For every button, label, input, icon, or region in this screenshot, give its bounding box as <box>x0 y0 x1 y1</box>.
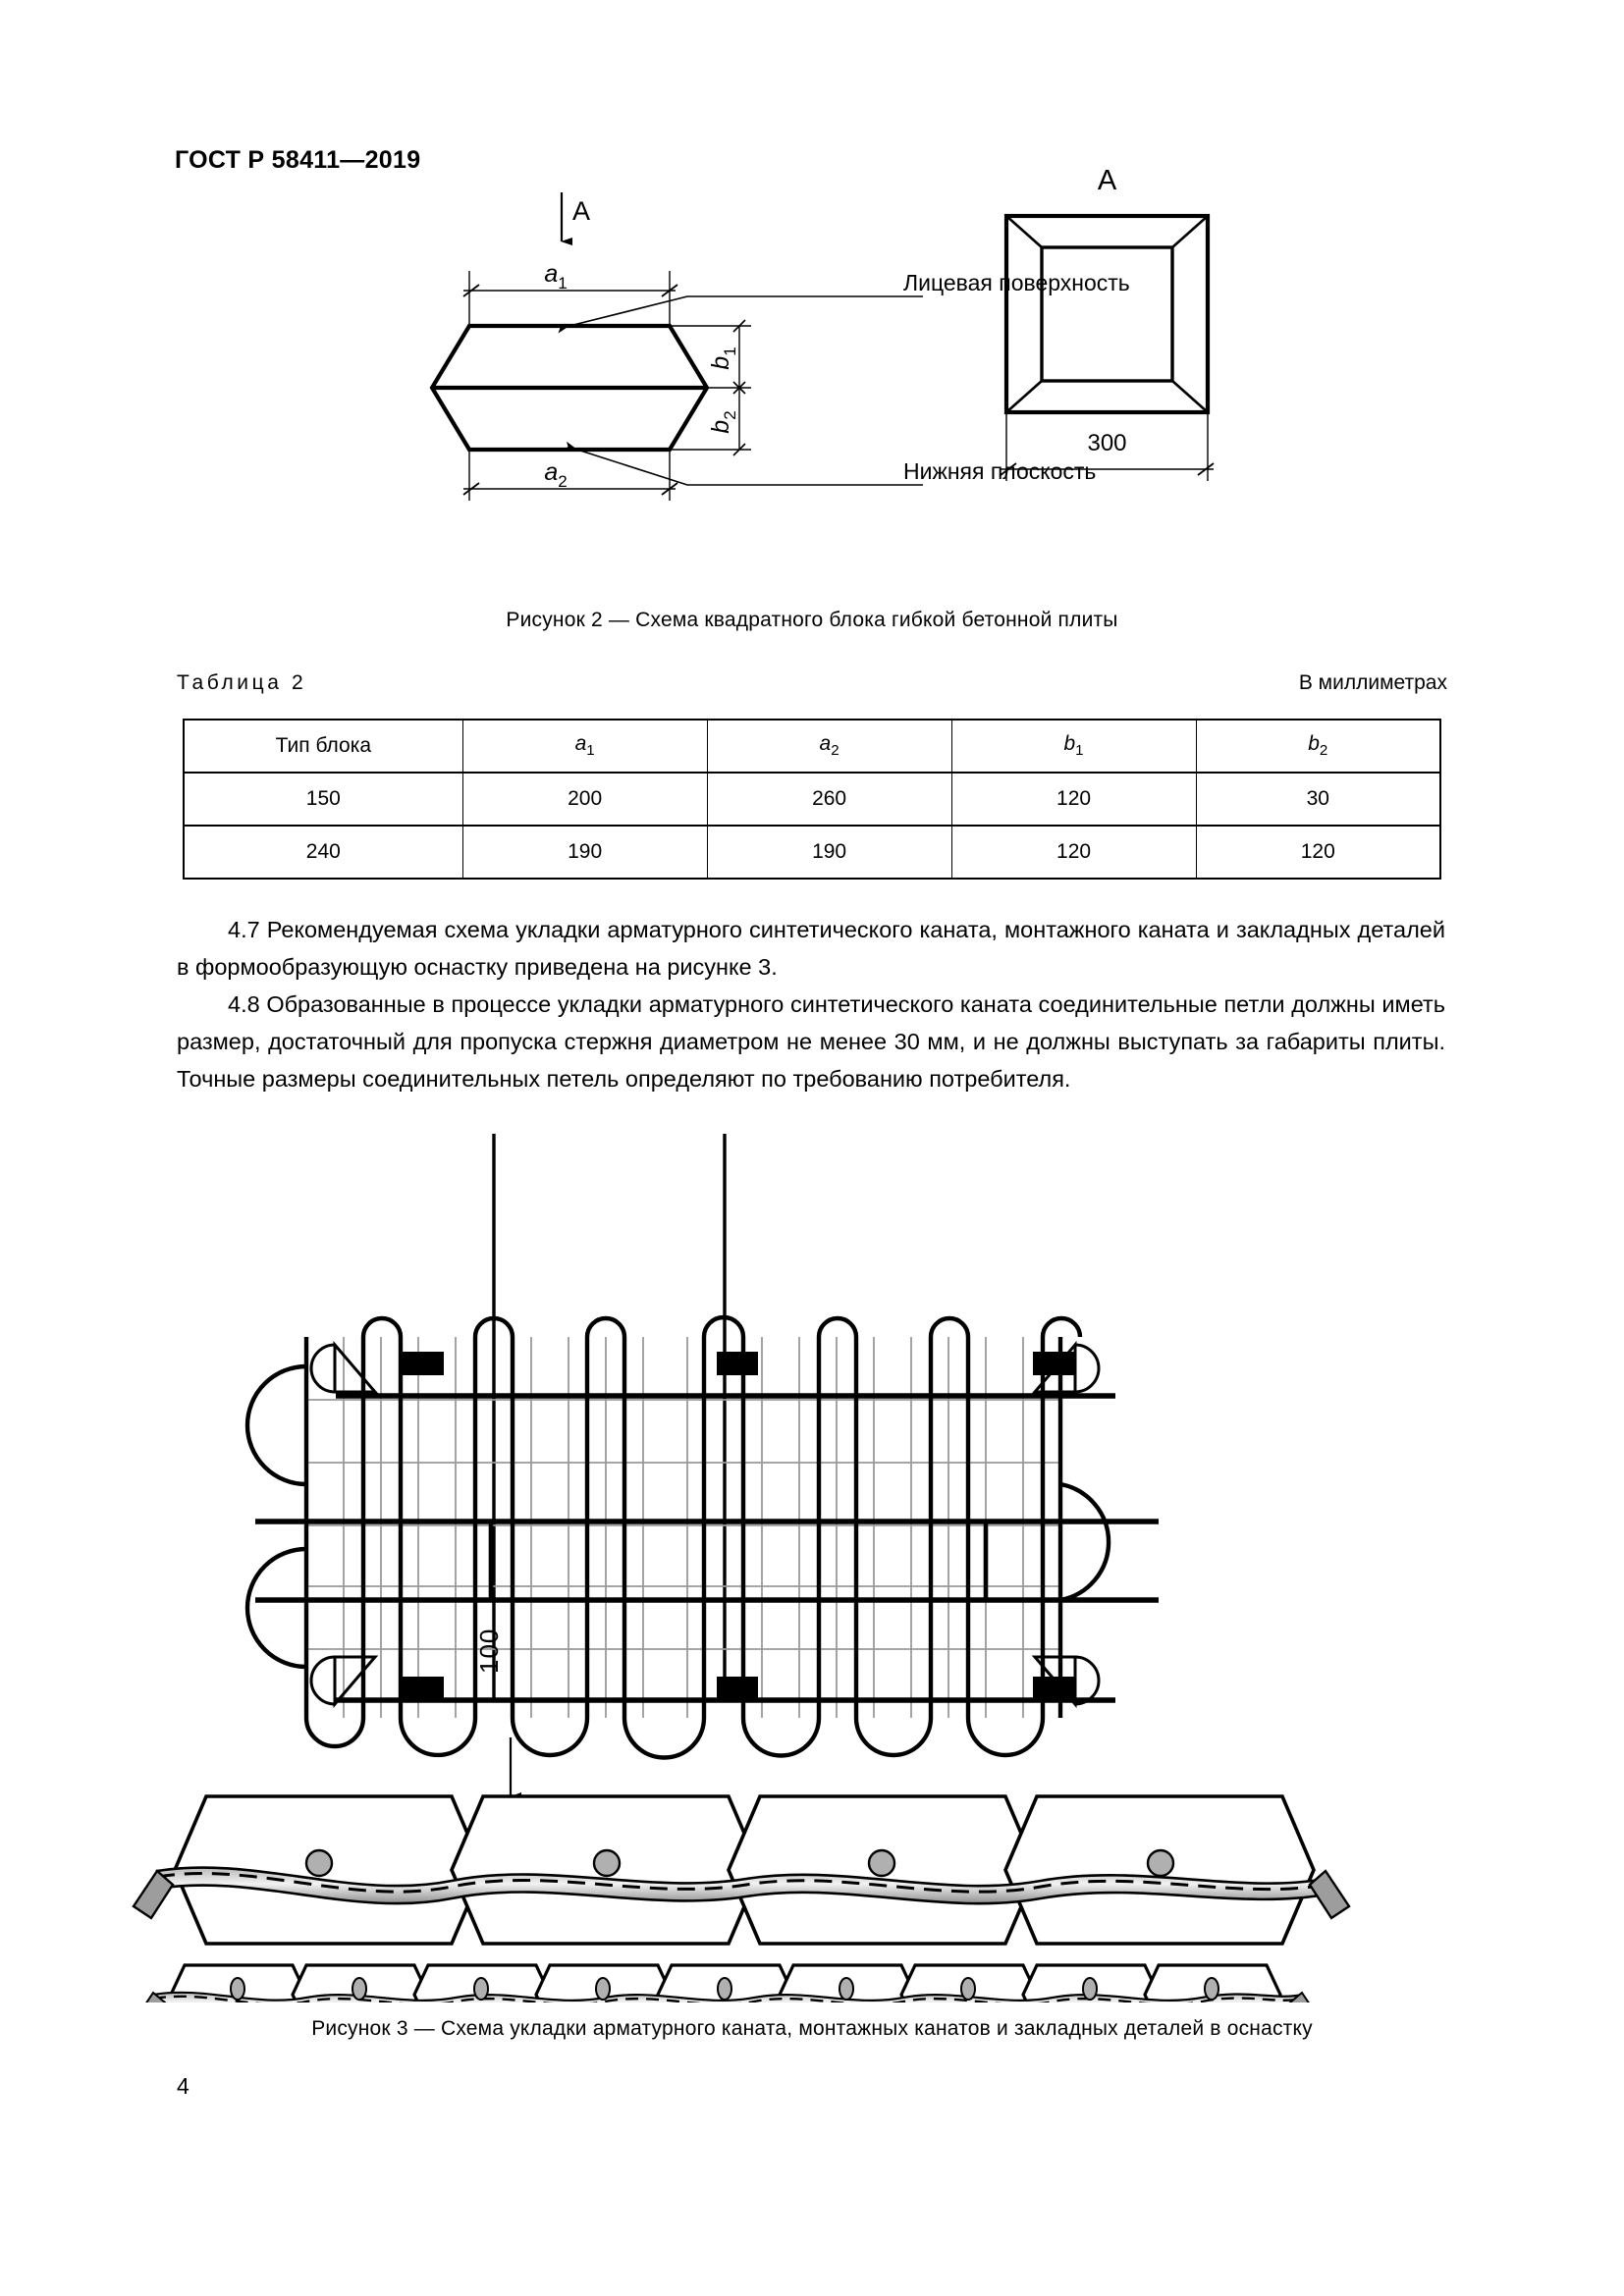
section-reference-lines <box>492 1134 727 1698</box>
leader-bottom-plane <box>564 441 923 486</box>
corner-loop-markers <box>309 1340 1101 1709</box>
label-face-surface: Лицевая поверхность <box>903 270 1130 295</box>
block-section <box>173 1794 1316 1946</box>
paragraph-4-8: 4.8 Образованные в процессе укладки арма… <box>177 991 1445 1092</box>
table-cell: 30 <box>1195 773 1441 827</box>
reinforcement-rope-serpentine <box>244 1314 1111 1760</box>
dimension-300-label: 300 <box>1087 430 1127 456</box>
table-header-row: Тип блока a1 a2 b1 b2 <box>182 719 1441 774</box>
block-top-view-a <box>1003 213 1211 415</box>
table-cell: 120 <box>1195 826 1441 880</box>
table-cell: 190 <box>706 826 952 880</box>
view-a-title: A <box>1097 165 1117 196</box>
embedded-part <box>717 1352 758 1375</box>
rope-end-anchors <box>132 1869 1351 1920</box>
table-cell: 190 <box>461 826 708 880</box>
dimension-a2-label: a2 <box>544 458 567 491</box>
table-cell: 240 <box>182 826 463 880</box>
table-2: Тип блока a1 a2 b1 b2 150 200 260 <box>182 719 1441 880</box>
body-content: 4.7 Рекомендуемая схема укладки арматурн… <box>177 911 1445 1097</box>
mounting-rope-cross-sections-bottom <box>230 1977 1219 2001</box>
dimension-a1 <box>462 271 678 326</box>
corner-loop-marker <box>309 1340 379 1394</box>
paragraph-4-7: 4.7 Рекомендуемая схема укладки арматурн… <box>177 917 1445 980</box>
dimension-a2 <box>462 450 678 501</box>
page-number: 4 <box>177 2073 189 2099</box>
plan-view <box>244 1134 1159 1760</box>
table-row: 150 200 260 120 30 <box>182 773 1441 827</box>
embedded-part <box>403 1677 444 1700</box>
table-header-cell: Тип блока <box>182 719 463 774</box>
mounting-rope-cross-sections <box>304 1848 1175 1878</box>
table-header-cell: b1 <box>950 719 1197 774</box>
embedded-part <box>717 1677 758 1700</box>
page-title: ГОСТ Р 58411—2019 <box>175 146 421 174</box>
mounting-ropes <box>255 1393 1159 1703</box>
view-arrow-label: A <box>572 196 590 226</box>
table-header-cell: b2 <box>1195 719 1441 774</box>
section-view-bottom <box>145 1963 1310 2002</box>
dimension-300 <box>1000 412 1215 481</box>
table-2-label: Таблица 2 <box>177 671 307 694</box>
table-cell: 200 <box>461 773 708 827</box>
dimension-b2-label: b2 <box>707 410 739 433</box>
table-row: 240 190 190 120 120 <box>182 826 1441 880</box>
corner-loop-marker <box>309 1655 379 1709</box>
table-cell: 150 <box>182 773 463 827</box>
table-header-cell: a2 <box>706 719 952 774</box>
section-view-middle <box>132 1794 1351 1946</box>
figure-3-diagram: 100 <box>118 1109 1542 2002</box>
rope-band-bottom <box>151 1991 1304 2002</box>
table-cell: 120 <box>950 773 1197 827</box>
dimension-a1-label: a1 <box>544 260 567 293</box>
corner-loop-marker <box>1031 1655 1101 1709</box>
figure-2-caption: Рисунок 2 — Схема квадратного блока гибк… <box>506 609 1118 631</box>
figure-2-diagram: A a1 a2 <box>412 165 1316 599</box>
label-bottom-plane: Нижняя плоскость <box>903 458 1097 484</box>
rope-end-anchors-bottom <box>145 1991 1310 2002</box>
dimension-b1-label: b1 <box>707 347 739 369</box>
table-cell: 120 <box>950 826 1197 880</box>
dimension-100-label: 100 <box>474 1628 504 1674</box>
mounting-rope-bends <box>488 1522 989 1600</box>
figure-3-caption: Рисунок 3 — Схема укладки арматурного ка… <box>311 2017 1313 2040</box>
mesh-grid-light <box>304 1337 1060 1718</box>
corner-loop-marker <box>1031 1340 1101 1394</box>
table-header-cell: a1 <box>461 719 708 774</box>
embedded-part <box>403 1352 444 1375</box>
table-cell: 260 <box>706 773 952 827</box>
block-side-view <box>429 323 710 453</box>
table-2-units: В миллиметрах <box>1298 671 1447 694</box>
dimension-b1-b2 <box>670 319 751 456</box>
leader-top-surface <box>556 295 923 334</box>
